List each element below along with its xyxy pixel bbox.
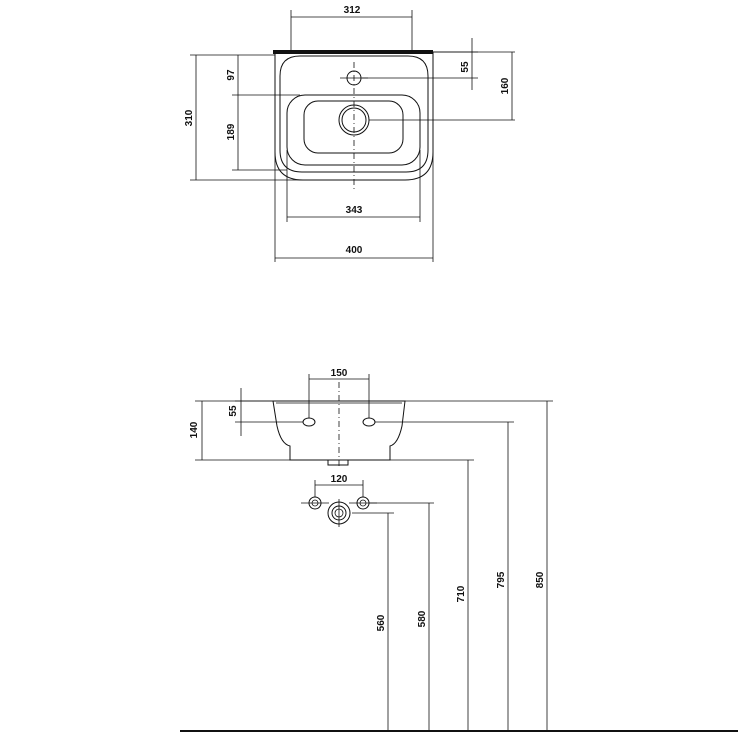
dim-710: 710: [456, 585, 467, 602]
dim-189: 189: [226, 123, 237, 140]
dim-120: 120: [331, 474, 348, 485]
dim-580: 580: [417, 610, 428, 627]
dim-160: 160: [500, 77, 511, 94]
dim-400: 400: [346, 245, 363, 256]
dim-850: 850: [535, 571, 546, 588]
basin-outline: [274, 51, 434, 181]
dim-795: 795: [496, 571, 507, 588]
waste-outlet: [327, 459, 349, 466]
top-view: 312 55 160 310 97 189 343 400: [184, 5, 515, 262]
dim-97: 97: [226, 69, 237, 81]
dim-560: 560: [376, 614, 387, 631]
dim-343: 343: [346, 205, 363, 216]
dim-55-front: 55: [228, 405, 239, 417]
dim-150: 150: [331, 368, 348, 379]
front-view: 150 55 140 120 560 580: [180, 368, 738, 732]
fixing-hole-right: [362, 417, 376, 427]
fixing-hole-left: [302, 417, 316, 427]
dim-140: 140: [189, 421, 200, 438]
dim-312: 312: [344, 5, 361, 16]
basin-inner-rim: [279, 55, 429, 173]
dim-310: 310: [184, 109, 195, 126]
bowl-inner: [303, 100, 404, 154]
bowl-outer: [286, 94, 421, 166]
dim-55-top: 55: [460, 61, 471, 73]
